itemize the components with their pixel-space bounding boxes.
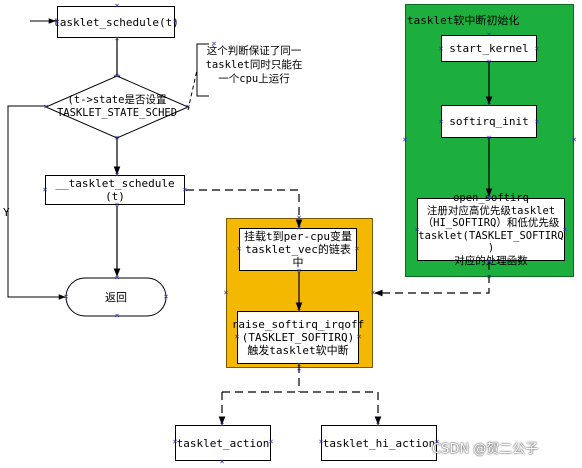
handle-marker: × bbox=[211, 39, 217, 48]
handle-marker: × bbox=[114, 34, 120, 43]
note-line-1: 这个判断保证了同一 bbox=[206, 45, 302, 57]
handle-marker: × bbox=[114, 170, 120, 179]
handle-marker: × bbox=[571, 135, 577, 144]
return-label-box: 返回 bbox=[66, 278, 166, 316]
raise-softirq-line-3: 触发tasklet软中断 bbox=[247, 344, 349, 357]
handle-marker: × bbox=[114, 200, 120, 209]
handle-marker: × bbox=[114, 71, 120, 80]
tasklet-action-box: tasklet_action bbox=[175, 425, 271, 461]
watermark: CSDN @贺二公子 bbox=[432, 442, 539, 457]
handle-marker: × bbox=[114, 311, 120, 320]
handle-marker: × bbox=[234, 332, 240, 341]
handle-marker: × bbox=[63, 292, 69, 301]
handle-marker: × bbox=[356, 332, 362, 341]
handle-marker: × bbox=[486, 257, 492, 266]
handle-marker: × bbox=[370, 288, 376, 297]
handle-marker: × bbox=[54, 17, 60, 26]
tasklet-hi-action-box: tasklet_hi_action bbox=[321, 425, 437, 461]
open-softirq-line-4: tasklet(TASKLET_SOFTIRQ ) bbox=[418, 229, 564, 255]
edge-inner-to-hang bbox=[186, 189, 303, 228]
note-bracket bbox=[196, 43, 209, 97]
handle-marker: × bbox=[114, 1, 120, 10]
open-softirq-box: open_softirq 注册对应高优先级tasklet （HI_SOFTIRQ… bbox=[417, 192, 565, 267]
handle-marker: × bbox=[172, 17, 178, 26]
handle-marker: × bbox=[486, 100, 492, 109]
handle-marker: × bbox=[434, 437, 440, 446]
state-check-diamond bbox=[44, 75, 190, 139]
handle-marker: × bbox=[296, 306, 302, 315]
handle-marker: × bbox=[486, 30, 492, 39]
handle-marker: × bbox=[402, 135, 408, 144]
start-kernel-label: start_kernel bbox=[449, 42, 529, 55]
handle-marker: × bbox=[438, 117, 444, 126]
edge-check-yes-to-return bbox=[7, 105, 66, 300]
state-check-label: (t->state是否设置 TASKLET_STATE_SCHED bbox=[50, 88, 184, 126]
handle-marker: × bbox=[486, 133, 492, 142]
handle-marker: × bbox=[185, 102, 191, 111]
handle-marker: × bbox=[236, 244, 242, 253]
handle-marker: × bbox=[486, 272, 492, 281]
open-softirq-line-1: open_softirq bbox=[453, 192, 529, 204]
handle-marker: × bbox=[486, 193, 492, 202]
handle-marker: × bbox=[375, 420, 381, 429]
handle-marker: × bbox=[223, 288, 229, 297]
tasklet-schedule-label: tasklet_schedule(t) bbox=[53, 15, 179, 29]
handle-marker: × bbox=[43, 102, 49, 111]
state-check-line-1: (t->state是否设置 bbox=[67, 94, 167, 106]
handle-marker: × bbox=[296, 223, 302, 232]
open-softirq-line-2: 注册对应高优先级tasklet bbox=[426, 204, 556, 217]
start-kernel-box: start_kernel bbox=[441, 35, 537, 62]
inner-schedule-box: __tasklet_schedule (t) bbox=[45, 175, 185, 205]
tasklet-schedule-box: tasklet_schedule(t) bbox=[53, 6, 179, 38]
init-group-title: tasklet软中断初始化 bbox=[407, 14, 520, 27]
tasklet-hi-action-label: tasklet_hi_action bbox=[322, 436, 436, 450]
handle-marker: × bbox=[296, 364, 302, 373]
handle-marker: × bbox=[414, 225, 420, 234]
handle-marker: × bbox=[354, 244, 360, 253]
softirq-init-box: softirq_init bbox=[441, 105, 537, 138]
handle-marker: × bbox=[486, 57, 492, 66]
handle-marker: × bbox=[42, 185, 48, 194]
return-terminator bbox=[65, 277, 167, 317]
handle-marker: × bbox=[562, 225, 568, 234]
raise-softirq-line-2: (TASKLET_SOFTIRQ) bbox=[241, 331, 355, 344]
handle-marker: × bbox=[172, 437, 178, 446]
open-softirq-line-3: （HI_SOFTIRQ）和低优先级 bbox=[422, 217, 560, 229]
raise-softirq-box: raise_softirq_irqoff (TASKLET_SOFTIRQ) 触… bbox=[232, 311, 364, 364]
handle-marker: × bbox=[182, 185, 188, 194]
edge-open-to-softirq-group bbox=[374, 262, 490, 297]
return-label: 返回 bbox=[105, 290, 127, 304]
tasklet-action-label: tasklet_action bbox=[176, 436, 270, 450]
inner-schedule-label: __tasklet_schedule (t) bbox=[55, 177, 175, 203]
hang-vec-line-1: 挂载t到per-cpu变量 bbox=[244, 230, 352, 243]
handle-marker: × bbox=[296, 213, 302, 222]
note-line-2: tasklet同时只能在 bbox=[205, 59, 303, 71]
handle-marker: × bbox=[163, 292, 169, 301]
handle-marker: × bbox=[534, 44, 540, 53]
note-line-3: 一个cpu上运行 bbox=[218, 73, 290, 85]
note-text: 这个判断保证了同一 tasklet同时只能在 一个cpu上运行 bbox=[199, 44, 309, 86]
handle-marker: × bbox=[219, 420, 225, 429]
open-softirq-line-5: 对应的处理函数 bbox=[454, 254, 528, 267]
edge-label-yes: Y bbox=[3, 206, 10, 219]
state-check-line-2: TASKLET_STATE_SCHED bbox=[56, 107, 178, 119]
handle-marker: × bbox=[296, 360, 302, 369]
handle-marker: × bbox=[318, 437, 324, 446]
hang-vec-box: 挂载t到per-cpu变量 tasklet_vec的链表中 bbox=[239, 228, 357, 271]
handle-marker: × bbox=[296, 266, 302, 275]
softirq-init-label: softirq_init bbox=[449, 115, 529, 128]
handle-marker: × bbox=[534, 117, 540, 126]
handle-marker: × bbox=[114, 133, 120, 142]
handle-marker: × bbox=[114, 273, 120, 282]
handle-marker: × bbox=[219, 457, 225, 466]
hang-vec-line-2: tasklet_vec的链表中 bbox=[245, 243, 351, 269]
handle-marker: × bbox=[268, 437, 274, 446]
handle-marker: × bbox=[438, 44, 444, 53]
raise-softirq-line-1: raise_softirq_irqoff bbox=[231, 318, 365, 331]
